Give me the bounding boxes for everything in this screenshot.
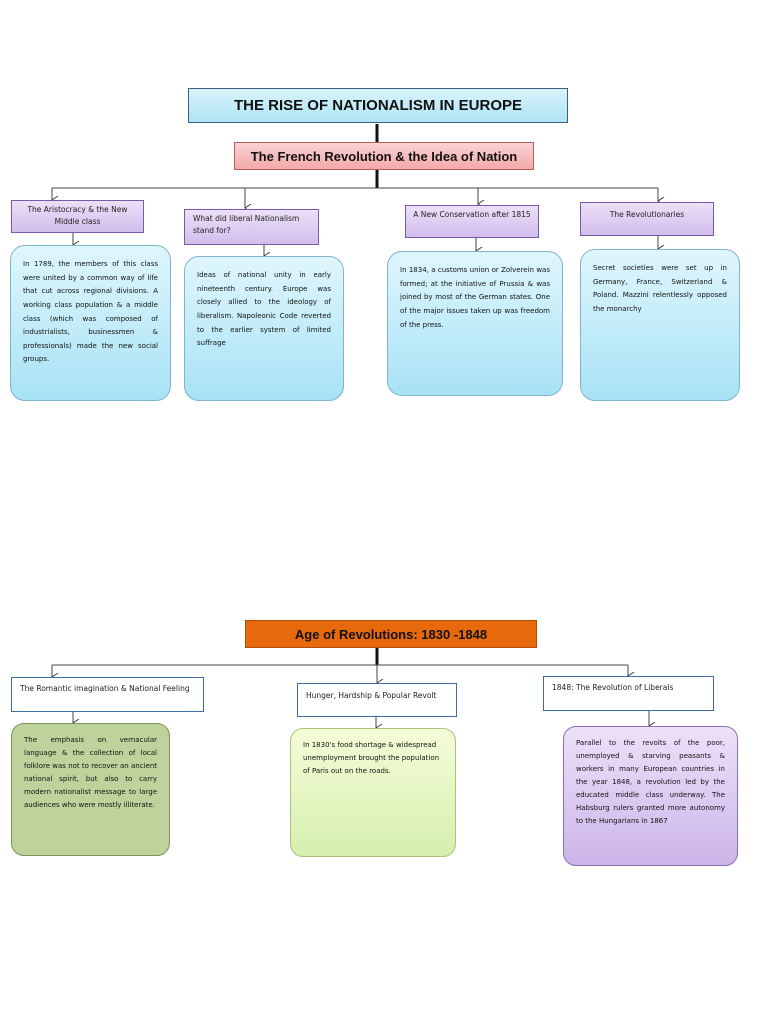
- node-text-romantic: The emphasis on vernacular language & th…: [11, 723, 170, 856]
- node-heading-aristocracy: The Aristocracy & the New Middle class: [11, 200, 144, 233]
- subtitle: The French Revolution & the Idea of Nati…: [234, 142, 534, 170]
- node-heading-hunger: Hunger, Hardship & Popular Revolt: [297, 683, 457, 717]
- node-text-new-conservation: In 1834, a customs union or Zolverein wa…: [387, 251, 563, 396]
- node-heading-liberal-nationalism: What did liberal Nationalism stand for?: [184, 209, 319, 245]
- node-text-hunger: In 1830's food shortage & widespread une…: [290, 728, 456, 857]
- age-of-revolutions-title: Age of Revolutions: 1830 -1848: [245, 620, 537, 648]
- node-text-revolution-liberals: Parallel to the revolts of the poor, une…: [563, 726, 738, 866]
- node-text-liberal-nationalism: Ideas of national unity in early ninetee…: [184, 256, 344, 401]
- node-heading-revolution-liberals: 1848: The Revolution of Liberals: [543, 676, 714, 711]
- main-title: THE RISE OF NATIONALISM IN EUROPE: [188, 88, 568, 123]
- node-text-revolutionaries: Secret societies were set up in Germany,…: [580, 249, 740, 401]
- node-text-aristocracy: In 1789, the members of this class were …: [10, 245, 171, 401]
- node-heading-revolutionaries: The Revolutionaries: [580, 202, 714, 236]
- node-heading-new-conservation: A New Conservation after 1815: [405, 205, 539, 238]
- node-heading-romantic: The Romantic imagination & National Feel…: [11, 677, 204, 712]
